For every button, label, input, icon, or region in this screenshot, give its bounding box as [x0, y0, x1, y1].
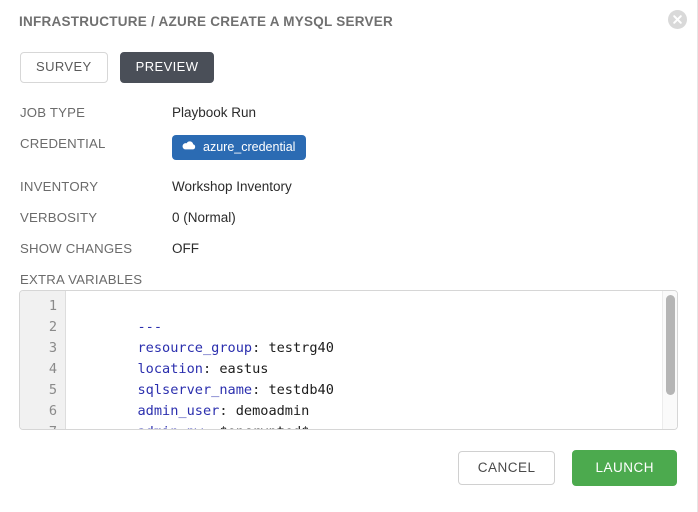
code-line: admin_user: demoadmin: [72, 380, 677, 419]
modal-header: INFRASTRUCTURE / AZURE CREATE A MYSQL SE…: [19, 14, 678, 36]
field-value-verbosity: 0 (Normal): [172, 210, 236, 225]
editor-code-area[interactable]: --- resource_group: testrg40 location: e…: [66, 291, 677, 429]
tab-preview[interactable]: PREVIEW: [119, 52, 215, 83]
page-title: INFRASTRUCTURE / AZURE CREATE A MYSQL SE…: [19, 14, 394, 29]
field-row-credential: CREDENTIAL azure_credential: [20, 135, 660, 160]
code-sep: :: [252, 382, 269, 398]
field-row-job-type: JOB TYPE Playbook Run: [20, 104, 660, 121]
field-value-credential: azure_credential: [172, 135, 307, 160]
editor-gutter: 1 2 3 4 5 6 7: [20, 291, 66, 429]
line-number: 6: [48, 403, 57, 419]
field-label-verbosity: VERBOSITY: [20, 210, 98, 225]
code-value: testdb40: [268, 382, 334, 398]
code-line: location: eastus: [72, 338, 677, 377]
code-line: resource_group: testrg40: [72, 317, 677, 356]
field-row-verbosity: VERBOSITY 0 (Normal): [20, 209, 660, 226]
field-value-job-type: Playbook Run: [172, 105, 257, 120]
field-row-inventory: INVENTORY Workshop Inventory: [20, 178, 660, 195]
line-number: 4: [48, 361, 57, 377]
editor-vertical-scrollbar[interactable]: [662, 291, 677, 429]
code-value: eastus: [219, 361, 269, 377]
code-sep: :: [252, 340, 269, 356]
field-label-show-changes: SHOW CHANGES: [20, 241, 133, 256]
field-label-credential: CREDENTIAL: [20, 136, 106, 151]
code-value: $encrypted$: [219, 424, 309, 429]
credential-badge-label: azure_credential: [203, 139, 296, 154]
tab-bar: SURVEY PREVIEW: [20, 52, 215, 83]
code-value: testrg40: [268, 340, 334, 356]
code-sep: :: [202, 361, 220, 377]
field-value-show-changes: OFF: [172, 241, 199, 256]
code-key: location: [137, 361, 203, 377]
credential-badge[interactable]: azure_credential: [172, 135, 307, 160]
field-label-inventory: INVENTORY: [20, 179, 99, 194]
extra-variables-label: EXTRA VARIABLES: [20, 272, 143, 287]
modal-footer: CANCEL LAUNCH: [457, 450, 677, 486]
code-key: resource_group: [137, 340, 253, 356]
code-line: ---: [72, 296, 677, 335]
code-line: admin_pw: $encrypted$: [72, 401, 677, 429]
job-detail-fields: JOB TYPE Playbook Run CREDENTIAL azure_c…: [20, 104, 660, 257]
tab-survey[interactable]: SURVEY: [20, 52, 108, 83]
cloud-icon: [182, 140, 196, 154]
code-key: admin_user: [137, 403, 220, 419]
line-number: 2: [48, 319, 57, 335]
line-number: 7: [20, 422, 65, 429]
code-line: sqlserver_name: testdb40: [72, 359, 677, 398]
line-number: 1: [48, 298, 57, 314]
close-circle-icon[interactable]: [668, 10, 687, 29]
code-sep: :: [219, 403, 236, 419]
field-row-show-changes: SHOW CHANGES OFF: [20, 240, 660, 257]
code-doc-marker: ---: [137, 319, 163, 335]
scrollbar-thumb[interactable]: [666, 295, 675, 395]
extra-variables-editor[interactable]: 1 2 3 4 5 6 7 --- resource_group: testrg…: [19, 290, 678, 430]
code-key: sqlserver_name: [137, 382, 253, 398]
line-number: 5: [48, 382, 57, 398]
code-sep: :: [203, 424, 219, 429]
code-key: admin_pw: [137, 424, 202, 429]
cancel-button[interactable]: CANCEL: [457, 451, 556, 485]
launch-button[interactable]: LAUNCH: [572, 450, 677, 486]
line-number: 3: [48, 340, 57, 356]
code-value: demoadmin: [235, 403, 310, 419]
field-label-job-type: JOB TYPE: [20, 105, 86, 120]
field-value-inventory: Workshop Inventory: [172, 179, 292, 194]
